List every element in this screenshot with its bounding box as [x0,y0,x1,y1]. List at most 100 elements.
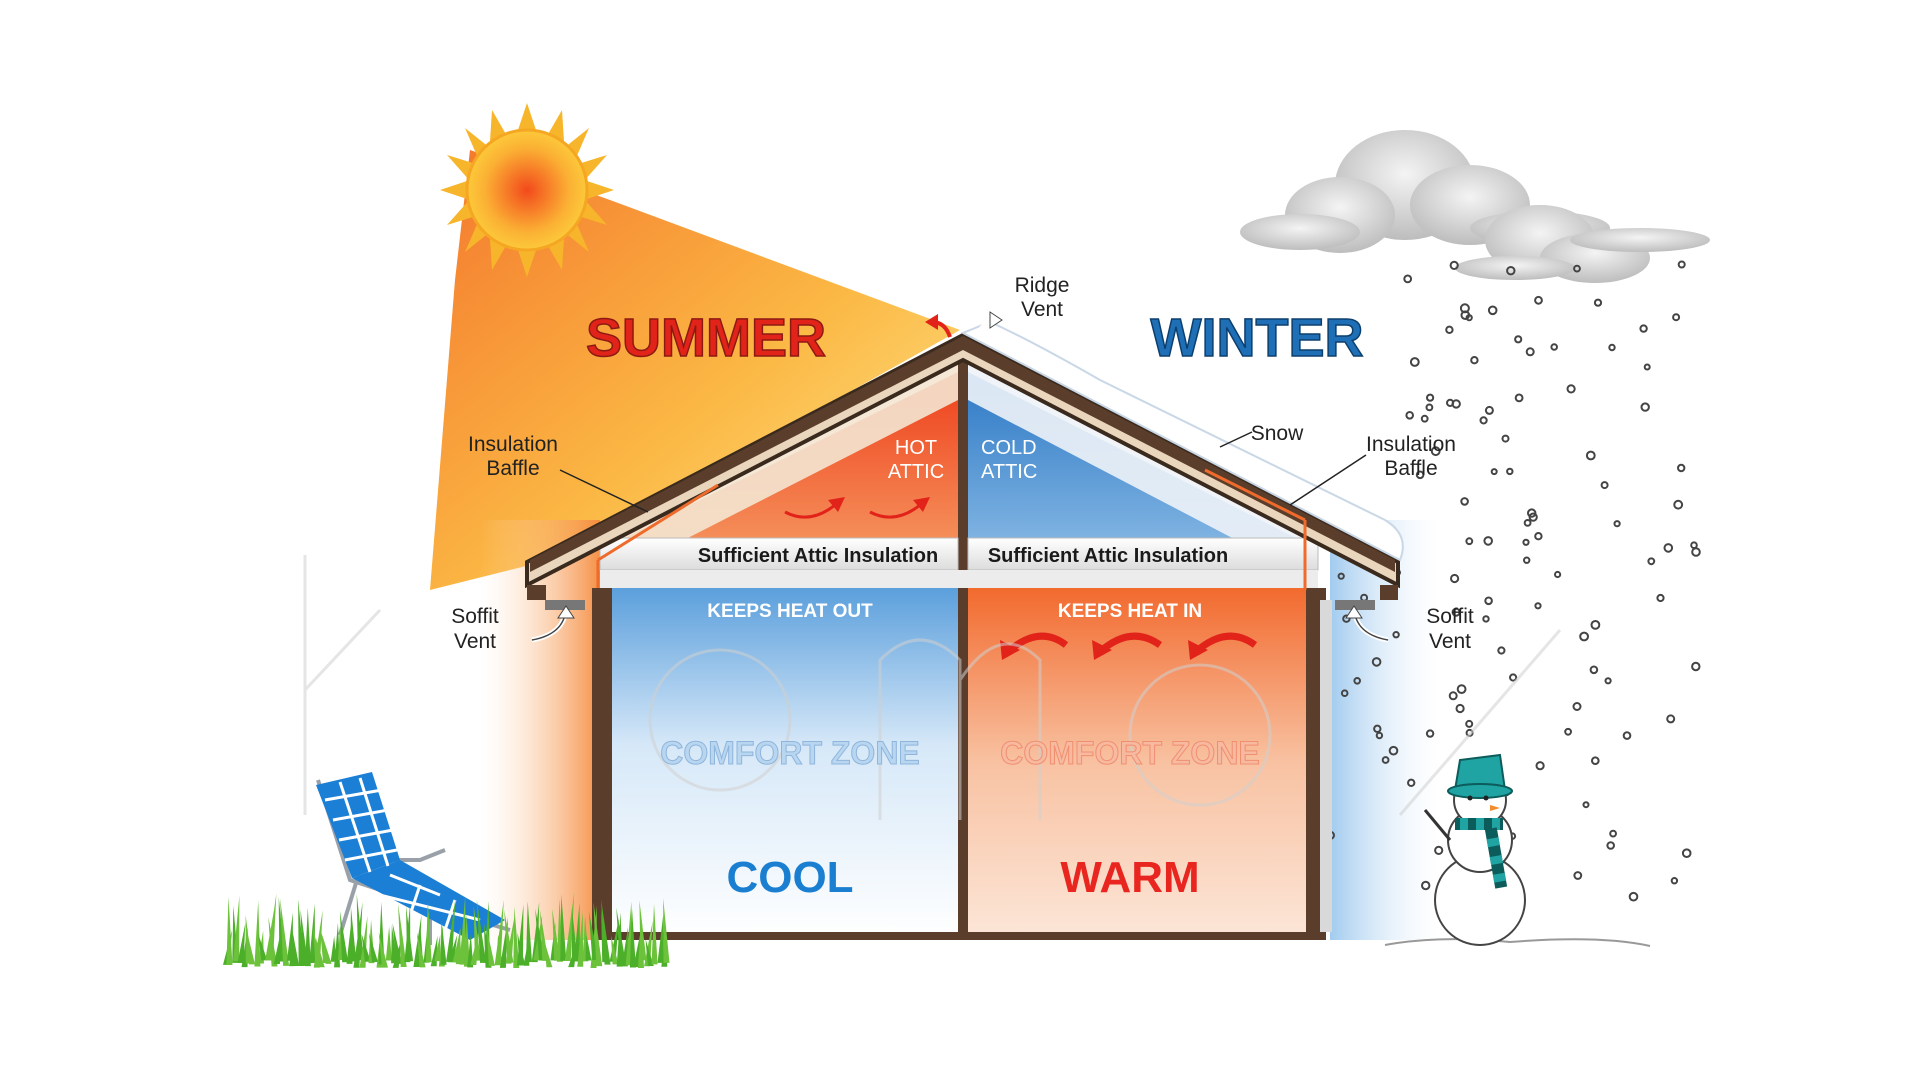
snowflake [1497,646,1506,655]
snowflake [1554,570,1562,579]
insulation-left-label: Sufficient Attic Insulation [698,545,938,567]
grass-blade [440,920,447,965]
snowflake [1677,260,1686,269]
warm-label: WARM [1060,853,1199,902]
grass-blade [273,919,284,965]
snowflake [1681,848,1692,859]
grass-blade [513,906,520,968]
summer-wall-glow [480,520,600,940]
snowflake [1573,871,1583,880]
snowflake [1534,532,1543,541]
grass-blade [494,899,504,966]
grass-blade [467,933,474,968]
snowflake [1523,519,1532,527]
grass-blade [657,914,664,963]
ridge-vent-label-line2: Vent [1021,298,1063,321]
snowflake [1465,537,1474,546]
snowflake [1420,414,1429,423]
snowflake [1371,657,1382,667]
snowflake [1670,877,1679,885]
snowflake [1448,691,1458,701]
insulation-baffle-left-label-line1: Insulation [468,433,558,456]
grass-blade [291,926,300,967]
soffit-vent-right-label-line1: Soffit [1426,605,1474,628]
snowflake [1691,661,1701,672]
grass-blade [258,934,268,961]
snowflake [1609,829,1617,838]
snowflake [1501,434,1510,443]
grass-blade [416,932,426,968]
grass-blade [621,927,628,967]
cold-attic-label-line1: COLD [981,437,1037,459]
winter-wall-glow [1330,520,1440,940]
snowflake [1666,714,1676,724]
snowflake [1643,363,1651,371]
grass-blade [651,903,658,965]
ridge-vent-label-line1: Ridge [1015,274,1070,297]
snowflake [1451,399,1461,409]
soffit-vent-left-label-line2: Vent [454,630,496,653]
grass-blade [267,893,277,961]
roof-snow [960,320,1404,562]
snowflake [1392,631,1400,639]
snowflake [1342,614,1351,623]
hot-attic-label-line1: HOT [895,437,937,459]
grass-blade [577,911,584,967]
hot-attic-label-line2: ATTIC [888,461,944,483]
snowflake [1479,416,1488,425]
snowflake [1373,724,1382,733]
snowflake [1509,673,1518,682]
grass-blade [486,928,495,966]
cool-room [612,588,960,938]
snowflake [1534,295,1543,305]
grass-blade [504,909,514,963]
grass-blade [639,900,647,961]
grass-blade [361,933,371,962]
snowflake [1527,508,1537,518]
grass-blade [368,932,378,963]
snowflake [1566,384,1576,394]
grass-blade [560,894,567,961]
grass-blade [544,942,553,968]
grass-blade [593,901,603,967]
snowflake [1606,841,1615,850]
soffit-vent-right-label-line2: Vent [1429,630,1471,653]
grass-blade [588,911,599,961]
grass-blade [625,901,632,966]
snowflake [1381,756,1390,764]
cold-attic-label-line2: ATTIC [981,461,1037,483]
snowflake [1600,481,1609,490]
grass-blade [609,918,619,962]
comfort-zone-left-label: COMFORT ZONE [660,735,920,771]
snowflake [1672,313,1681,322]
grass-blade [611,935,619,965]
snowflake [1460,497,1469,506]
snowflake [1582,801,1590,809]
snowflake [1445,325,1454,334]
grass-blade [601,899,611,965]
snowflake [1608,343,1616,352]
grass-blade [350,907,357,962]
snowflake [1456,684,1467,694]
grass-blade [505,914,515,964]
snowflake [1677,463,1686,473]
snowflake [1522,538,1530,546]
snowflake [1590,620,1601,630]
grass-blade [268,917,278,967]
snowflake [1572,702,1582,711]
snowflake [1622,731,1632,740]
grass-blade [645,938,654,967]
grass-blade [280,898,290,966]
grass-blade [385,926,392,961]
grass-blade [448,934,458,963]
cloud-icon [1240,130,1710,283]
grass-blade [315,937,325,968]
snowflake [1388,745,1399,756]
center-wall [958,340,968,938]
grass-blade [616,907,626,963]
snowflake [1613,520,1621,528]
grass-blade [629,908,636,968]
snowflake [1353,677,1361,685]
grass-blade [406,906,414,962]
snowflake [1449,260,1459,270]
